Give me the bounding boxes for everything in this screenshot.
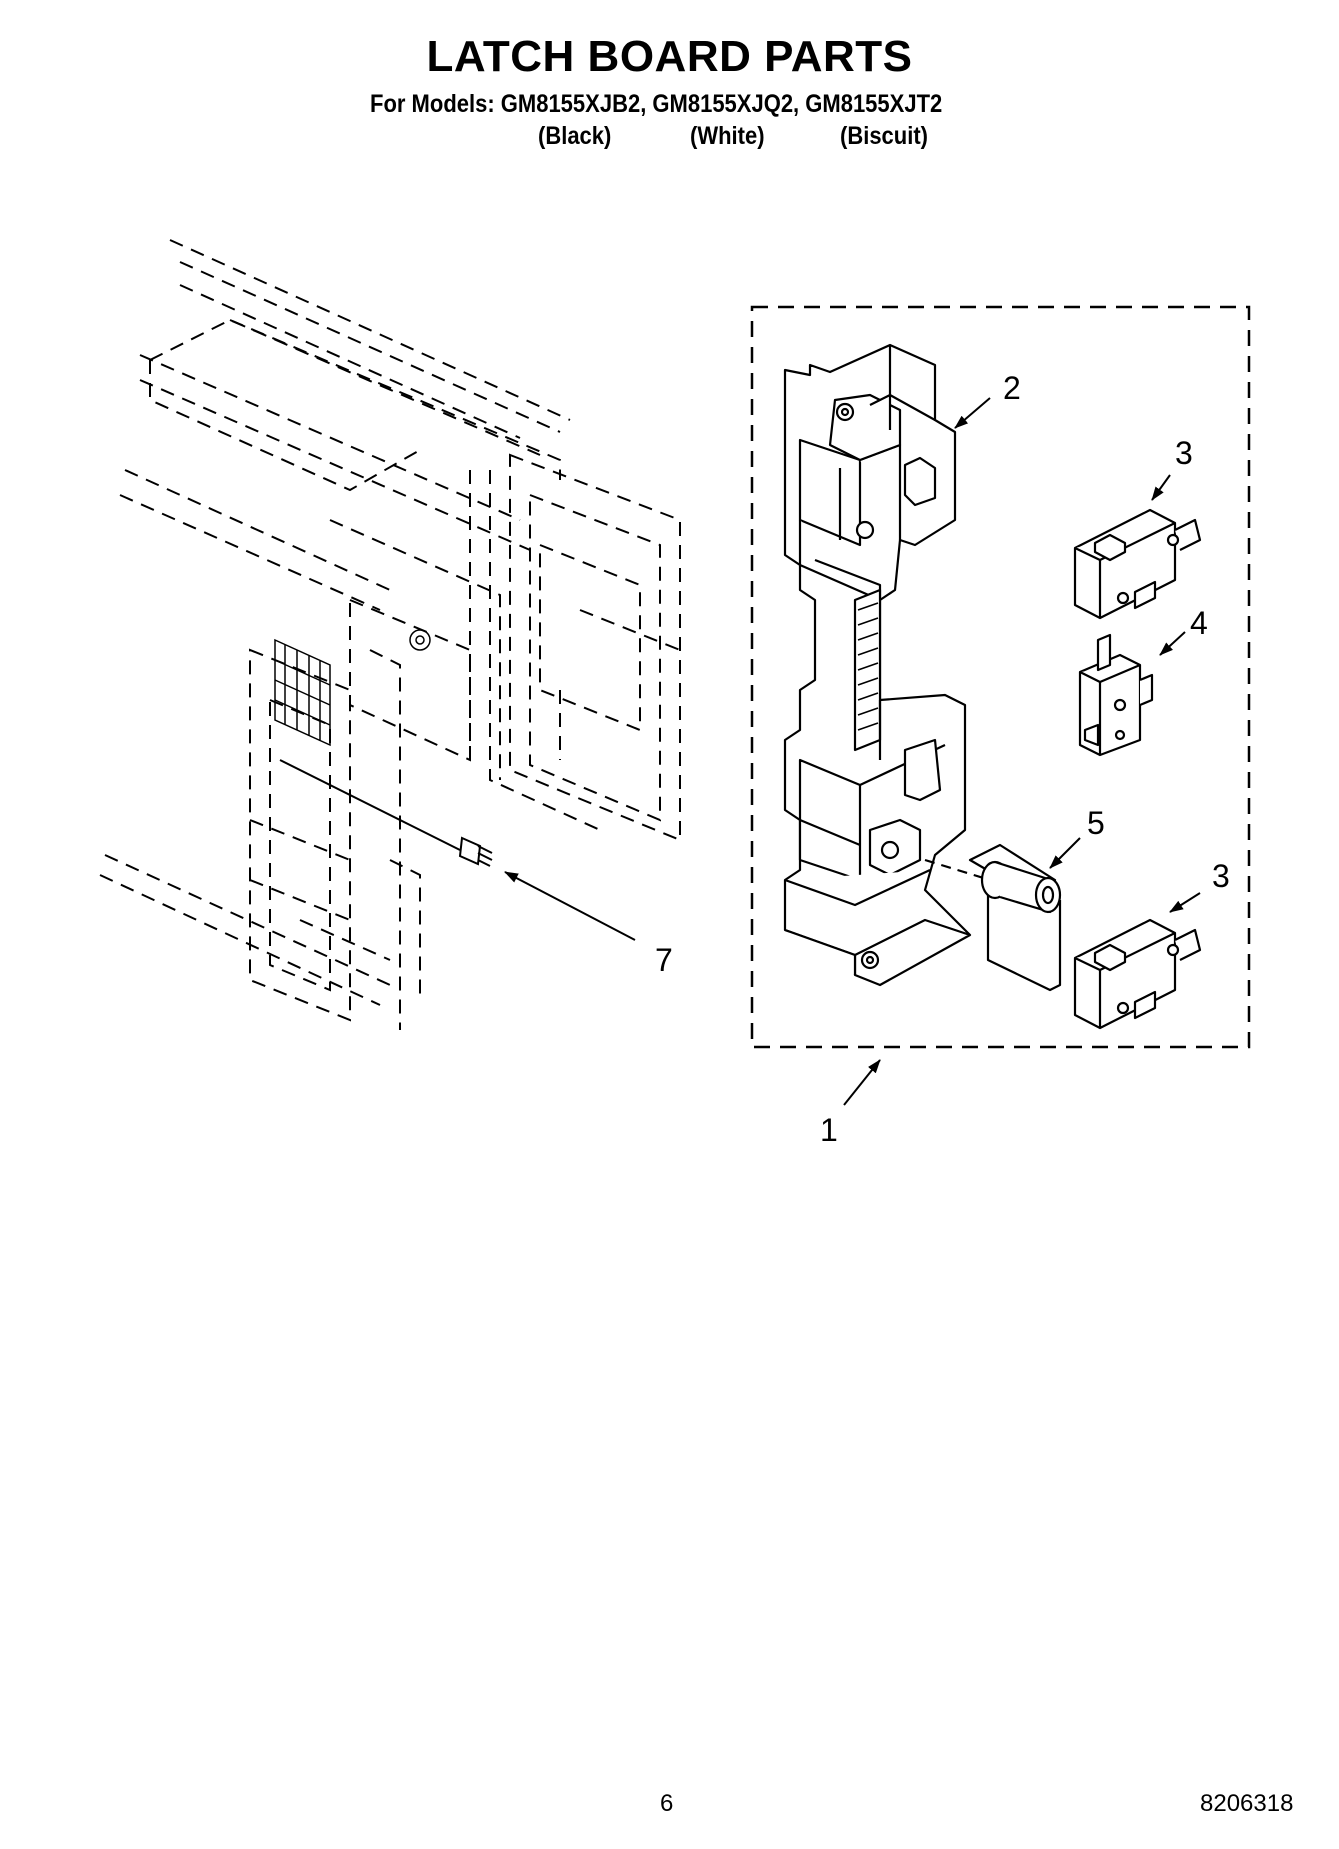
callout-3-top: 3 (1175, 435, 1193, 471)
callout-1-leader (843, 1059, 881, 1106)
variant-black: (Black) (538, 122, 612, 150)
latch-board-kit-boundary (750, 305, 1251, 1049)
models-line: For Models: GM8155XJB2, GM8155XJQ2, GM81… (370, 90, 943, 118)
callout-4: 4 (1190, 605, 1208, 641)
screw-part-7 (279, 759, 493, 867)
callout-7-leader (504, 871, 636, 941)
callout-2-leader (954, 397, 991, 429)
switch-part-4 (1078, 633, 1154, 757)
page-title: LATCH BOARD PARTS (426, 32, 913, 81)
latch-board-part-2 (783, 343, 972, 987)
switch-part-3-top (1073, 508, 1202, 620)
microwave-cabinet-outline (99, 239, 681, 1030)
page-number: 6 (660, 1790, 674, 1817)
callout-3-bottom: 3 (1212, 858, 1230, 894)
latch-lever-part-5 (924, 843, 1062, 992)
callout-5: 5 (1087, 805, 1105, 841)
vent-grid (274, 629, 431, 747)
document-number: 8206318 (1200, 1790, 1294, 1817)
callout-3-bottom-leader (1169, 892, 1201, 913)
callout-2: 2 (1003, 370, 1021, 406)
callout-1: 1 (820, 1112, 838, 1148)
variant-biscuit: (Biscuit) (840, 122, 928, 150)
callout-3-top-leader (1151, 474, 1171, 501)
callout-5-leader (1049, 837, 1081, 869)
callout-7: 7 (655, 942, 673, 978)
switch-part-3-bottom (1073, 918, 1202, 1030)
variant-white: (White) (690, 122, 765, 150)
callout-4-leader (1159, 631, 1186, 656)
